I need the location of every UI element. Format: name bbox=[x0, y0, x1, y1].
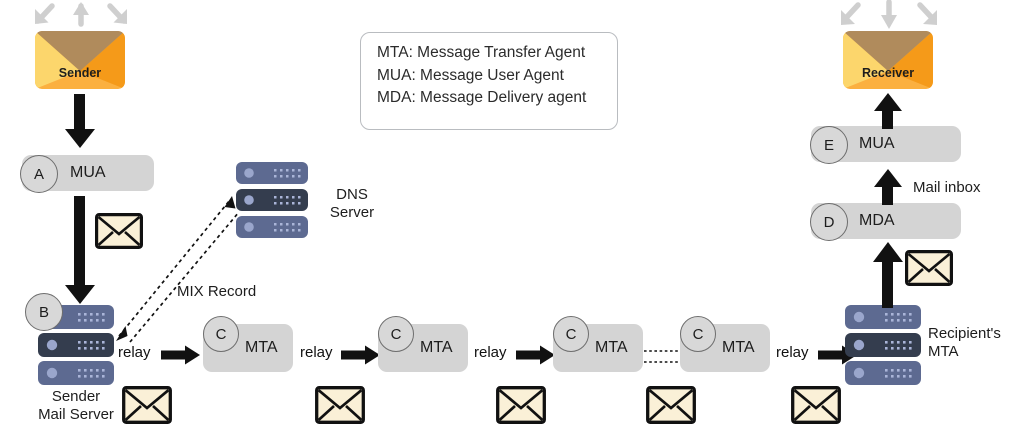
sender-mua-badge: A bbox=[20, 155, 58, 193]
dns-server-label: DNS Server bbox=[329, 186, 375, 221]
mail-inbox-label: Mail inbox bbox=[913, 179, 981, 196]
legend-line-mta: MTA: Message Transfer Agent bbox=[377, 44, 586, 61]
receiver-envelope-label: Receiver bbox=[861, 66, 915, 80]
arrow-recipientmta-to-mda bbox=[871, 240, 905, 313]
mta-badge-1: C bbox=[203, 316, 239, 352]
receiver-incoming-arrows-icon bbox=[836, 0, 942, 37]
arrow-mua-to-mailserver bbox=[63, 196, 97, 311]
legend-line-mda: MDA: Message Delivery agent bbox=[377, 89, 587, 106]
envelope-glyph-1 bbox=[122, 386, 172, 424]
recipient-mta-label: Recipient's MTA bbox=[928, 325, 1001, 360]
arrow-relay-3 bbox=[516, 345, 556, 370]
sender-mua-label: MUA bbox=[70, 164, 106, 181]
envelope-glyph-mda bbox=[905, 250, 953, 286]
sender-outgoing-arrows-icon bbox=[28, 2, 134, 37]
mta-label-3: MTA bbox=[595, 339, 628, 356]
receiver-mda-badge: D bbox=[810, 203, 848, 241]
dns-query-dotted-arrows bbox=[108, 186, 242, 351]
legend-line-mua: MUA: Message User Agent bbox=[377, 66, 564, 84]
arrow-relay-2 bbox=[341, 345, 381, 370]
arrow-mda-to-mua bbox=[871, 167, 905, 210]
relay-label-4: relay bbox=[776, 344, 809, 361]
relay-label-3: relay bbox=[474, 344, 507, 361]
recipient-mta-rack-icon bbox=[845, 305, 921, 385]
envelope-glyph-mua bbox=[95, 213, 143, 249]
envelope-glyph-2 bbox=[315, 386, 365, 424]
receiver-mua-badge: E bbox=[810, 126, 848, 164]
arrow-relay-1 bbox=[161, 345, 201, 370]
mta-label-4: MTA bbox=[722, 339, 755, 356]
mta-chain-ellipsis bbox=[644, 348, 680, 371]
arrow-mua-to-receiver bbox=[871, 91, 905, 134]
dns-server-rack-icon bbox=[236, 162, 308, 238]
envelope-glyph-5 bbox=[791, 386, 841, 424]
receiver-mua-label: MUA bbox=[859, 135, 895, 152]
sender-mail-server-label: Sender Mail Server bbox=[38, 388, 114, 423]
relay-label-2: relay bbox=[300, 344, 333, 361]
mta-badge-4: C bbox=[680, 316, 716, 352]
sender-mail-server-badge: B bbox=[25, 293, 63, 331]
sender-envelope-icon: Sender bbox=[35, 31, 125, 89]
arrow-sender-to-mua bbox=[63, 94, 97, 155]
mta-label-2: MTA bbox=[420, 339, 453, 356]
receiver-mda-label: MDA bbox=[859, 212, 895, 229]
mta-badge-2: C bbox=[378, 316, 414, 352]
mta-label-1: MTA bbox=[245, 339, 278, 356]
relay-label-1: relay bbox=[118, 344, 151, 361]
mix-record-label: MIX Record bbox=[177, 283, 257, 300]
legend-box: MTA: Message Transfer Agent MUA: Message… bbox=[360, 32, 618, 130]
receiver-envelope-icon: Receiver bbox=[843, 31, 933, 89]
envelope-glyph-4 bbox=[646, 386, 696, 424]
mta-badge-3: C bbox=[553, 316, 589, 352]
sender-envelope-label: Sender bbox=[58, 66, 102, 80]
envelope-glyph-3 bbox=[496, 386, 546, 424]
